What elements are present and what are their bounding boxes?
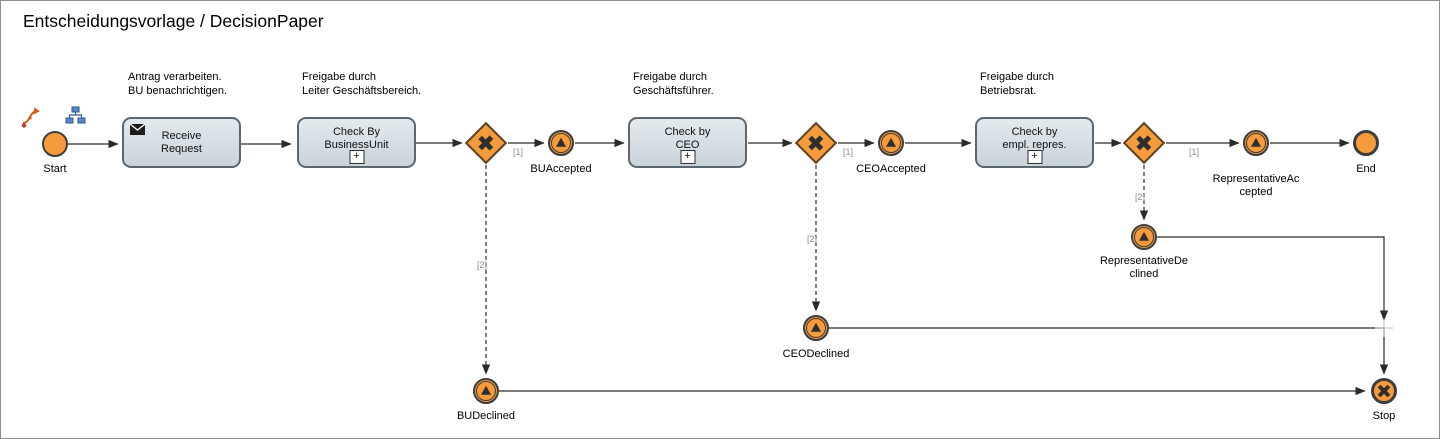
task-label: Check by empl. repres. [1002, 126, 1067, 151]
flow-repdeclined-to-stop[interactable] [1157, 236, 1389, 321]
repaccepted-label: RepresentativeAc cepted [1212, 173, 1300, 198]
process-chain-icon [21, 106, 45, 134]
subprocess-plus-icon[interactable]: + [349, 150, 364, 164]
diagram-title: Entscheidungsvorlage / DecisionPaper [23, 11, 324, 31]
task-check-ceo[interactable]: Check by CEO + [628, 117, 747, 168]
end-event[interactable] [1353, 130, 1379, 156]
condition-label-1: [1] [843, 147, 854, 157]
flow-ceodeclined-to-stop[interactable] [829, 327, 1389, 375]
repdeclined-label: RepresentativeDe clined [1099, 255, 1189, 280]
intermediate-event-budeclined[interactable] [473, 378, 499, 404]
task-label: Receive Request [161, 129, 202, 155]
stop-event[interactable] [1371, 378, 1397, 404]
event-double-ring [806, 318, 826, 338]
task-label: Check By BusinessUnit [324, 126, 389, 151]
intermediate-event-ceodeclined[interactable] [803, 315, 829, 341]
condition-label-2: [2] [807, 234, 818, 244]
task-receive-request[interactable]: Receive Request [122, 117, 241, 168]
org-hierarchy-icon [65, 106, 86, 132]
signal-triangle-icon [556, 137, 566, 147]
event-double-ring [1246, 133, 1266, 153]
event-double-ring [1134, 227, 1154, 247]
budeclined-label: BUDeclined [456, 410, 516, 422]
ceodeclined-label: CEODeclined [782, 348, 850, 360]
condition-label-2: [2] [477, 260, 488, 270]
intermediate-event-buaccepted[interactable] [548, 130, 574, 156]
buaccepted-label: BUAccepted [530, 163, 592, 175]
connection-junction-marker [1375, 319, 1393, 337]
event-double-ring [476, 381, 496, 401]
annotation-check-bu: Freigabe durch Leiter Geschäftsbereich. [302, 71, 422, 97]
signal-triangle-icon [811, 322, 821, 332]
ceoaccepted-label: CEOAccepted [856, 163, 926, 175]
condition-label-2: [2] [1135, 192, 1146, 202]
end-event-label: End [1356, 163, 1376, 175]
signal-triangle-icon [481, 385, 491, 395]
intermediate-event-ceoaccepted[interactable] [878, 130, 904, 156]
task-check-businessunit[interactable]: Check By BusinessUnit + [297, 117, 416, 168]
condition-label-1: [1] [1189, 147, 1200, 157]
condition-label-1: [1] [513, 147, 524, 157]
event-double-ring [551, 133, 571, 153]
intermediate-event-repdeclined[interactable] [1131, 224, 1157, 250]
task-check-representative[interactable]: Check by empl. repres. + [975, 117, 1094, 168]
event-double-ring [881, 133, 901, 153]
message-icon [129, 123, 146, 139]
start-event-label: Start [43, 163, 67, 175]
task-label: Check by CEO [664, 126, 711, 151]
stop-event-label: Stop [1372, 410, 1396, 422]
intermediate-event-repaccepted[interactable] [1243, 130, 1269, 156]
subprocess-plus-icon[interactable]: + [680, 150, 695, 164]
signal-triangle-icon [886, 137, 896, 147]
signal-triangle-icon [1251, 137, 1261, 147]
start-event[interactable] [42, 131, 68, 157]
subprocess-plus-icon[interactable]: + [1027, 150, 1042, 164]
signal-triangle-icon [1139, 231, 1149, 241]
annotation-check-ceo: Freigabe durch Geschäftsführer. [633, 71, 714, 97]
annotation-check-rep: Freigabe durch Betriebsrat. [980, 71, 1054, 97]
annotation-receive: Antrag verarbeiten. BU benachrichtigen. [128, 71, 228, 97]
